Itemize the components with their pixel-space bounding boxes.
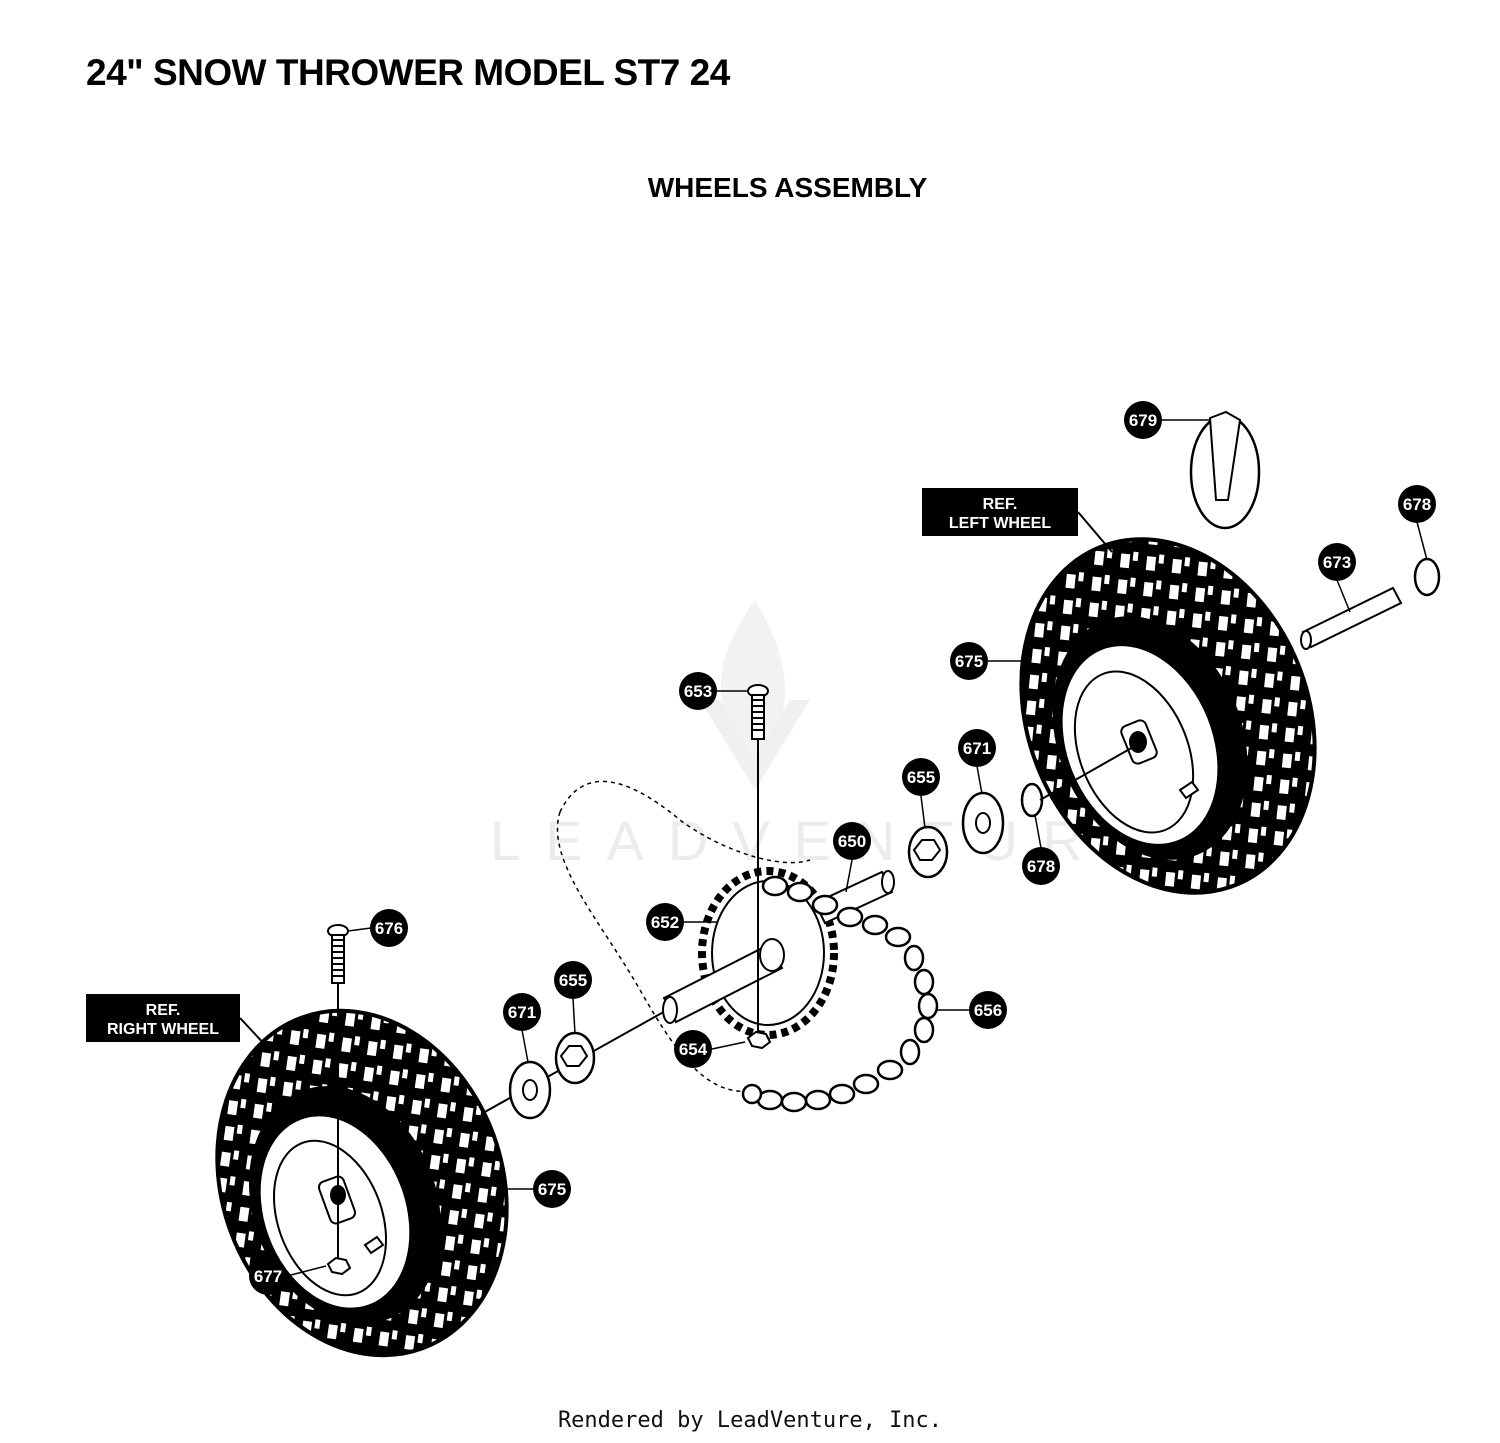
callout-678-lower[interactable]: 678: [1022, 847, 1060, 885]
svg-text:679: 679: [1129, 411, 1157, 430]
callout-676[interactable]: 676: [370, 909, 408, 947]
svg-text:678: 678: [1027, 857, 1055, 876]
svg-text:656: 656: [974, 1001, 1002, 1020]
right-wheel: [215, 924, 686, 1358]
sprocket-assembly: [556, 684, 939, 1113]
lynch-pin-679: [1189, 410, 1261, 530]
svg-text:675: 675: [955, 652, 983, 671]
callout-677[interactable]: 677: [249, 1257, 287, 1295]
callout-650[interactable]: 650: [833, 822, 871, 860]
bolt-676: [327, 924, 349, 1258]
watermark-v-icon: [700, 700, 810, 790]
callout-679[interactable]: 679: [1124, 401, 1162, 439]
svg-text:671: 671: [963, 739, 991, 758]
ref-right-wheel: REF. RIGHT WHEEL: [86, 994, 269, 1049]
ref-left-wheel: REF. LEFT WHEEL: [922, 488, 1113, 553]
callout-654[interactable]: 654: [674, 1030, 712, 1068]
washer-671-upper: [961, 791, 1005, 855]
svg-text:676: 676: [375, 919, 403, 938]
svg-text:654: 654: [679, 1040, 708, 1059]
callout-655-lower[interactable]: 655: [554, 961, 592, 999]
callout-675-right[interactable]: 675: [533, 1170, 571, 1208]
callout-678-top[interactable]: 678: [1398, 485, 1436, 523]
svg-text:655: 655: [907, 768, 935, 787]
svg-text:652: 652: [651, 913, 679, 932]
diagram-title: 24" SNOW THROWER MODEL ST7 24: [86, 52, 730, 93]
svg-text:677: 677: [254, 1267, 282, 1286]
nut-654: [746, 1030, 772, 1050]
callout-671-lower[interactable]: 671: [503, 993, 541, 1031]
svg-text:653: 653: [684, 682, 712, 701]
svg-text:678: 678: [1403, 495, 1431, 514]
svg-text:655: 655: [559, 971, 587, 990]
chain-route: [556, 780, 811, 1093]
ref-right-wheel-line2: RIGHT WHEEL: [107, 1021, 219, 1038]
retaining-ring-678-lower: [1020, 782, 1044, 818]
ref-left-wheel-line2: LEFT WHEEL: [949, 515, 1051, 532]
callout-675-left[interactable]: 675: [950, 642, 988, 680]
left-wheel: [1019, 410, 1441, 895]
callout-652[interactable]: 652: [646, 903, 684, 941]
callout-673[interactable]: 673: [1318, 543, 1356, 581]
ref-left-wheel-line1: REF.: [983, 496, 1018, 513]
callout-653[interactable]: 653: [679, 672, 717, 710]
diagram-subtitle: WHEELS ASSEMBLY: [647, 172, 928, 203]
render-credit: Rendered by LeadVenture, Inc.: [557, 1408, 943, 1433]
svg-text:671: 671: [508, 1003, 536, 1022]
nut-677: [326, 1256, 352, 1276]
callout-671-upper[interactable]: 671: [958, 729, 996, 767]
ref-right-wheel-line1: REF.: [146, 1002, 181, 1019]
callout-655-upper[interactable]: 655: [902, 758, 940, 796]
leader-lines: [286, 419, 1428, 1277]
svg-text:673: 673: [1323, 553, 1351, 572]
retaining-ring-678-top: [1413, 557, 1441, 597]
bolt-653: [747, 684, 769, 1032]
callout-656[interactable]: 656: [969, 991, 1007, 1029]
svg-text:675: 675: [538, 1180, 566, 1199]
axle-673: [1300, 586, 1403, 650]
flange-nut-655-upper: [907, 825, 949, 879]
callouts: 679 678 673 675 653 655 671 678 650 652 …: [249, 401, 1436, 1295]
washer-671-lower: [508, 1060, 552, 1120]
chain-656: [741, 875, 939, 1113]
flange-nut-655-lower: [554, 1031, 596, 1085]
svg-text:650: 650: [838, 832, 866, 851]
